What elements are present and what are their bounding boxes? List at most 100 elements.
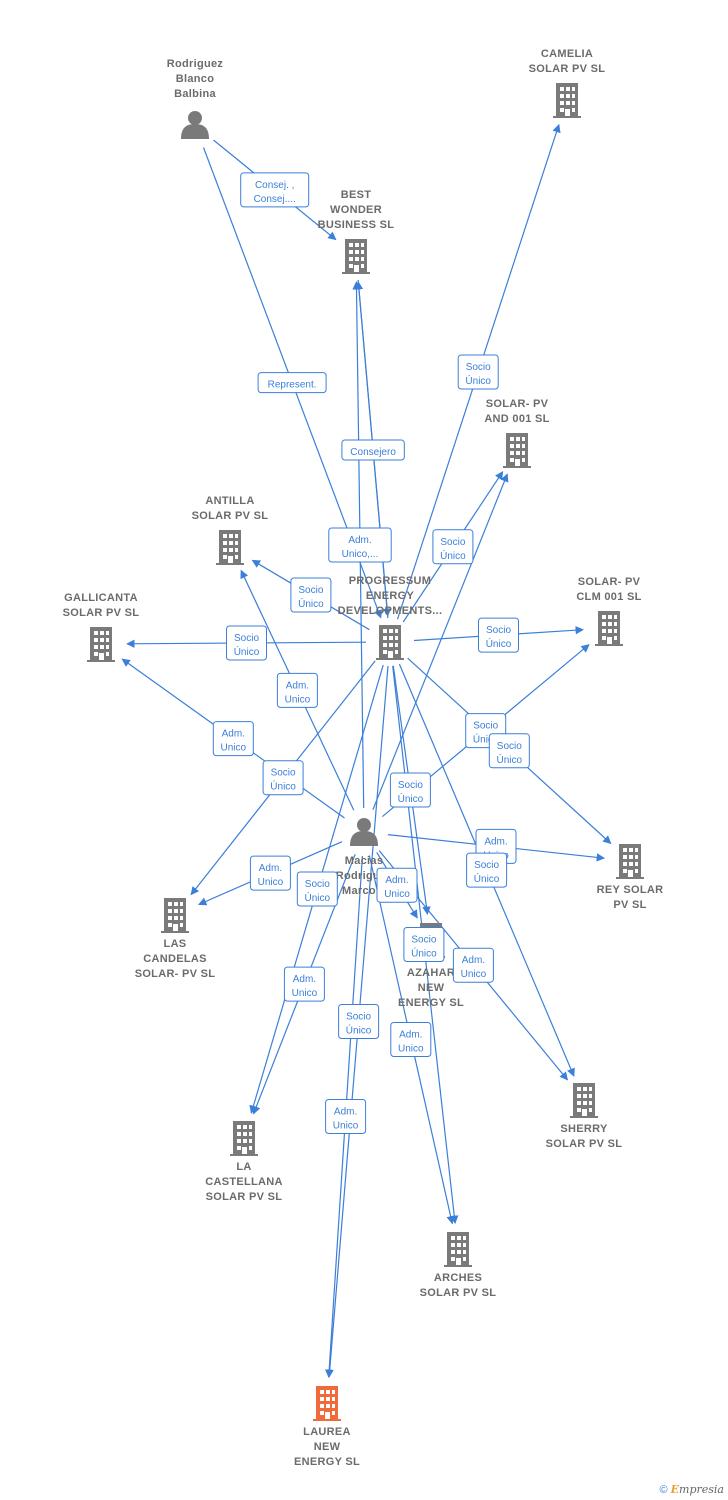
edge-label-text: Socio	[271, 768, 296, 779]
edge-label-text: Represent.	[268, 380, 317, 391]
node-label: SOLAR PV SL	[192, 510, 269, 522]
edge-label-text: Unico	[461, 969, 487, 980]
edge-label-box	[341, 439, 405, 461]
node-label: ARCHES	[434, 1272, 482, 1284]
node-progressum[interactable]: PROGRESSUMENERGYDEVELOPMENTS...	[338, 575, 443, 660]
node-label: LAS	[164, 938, 187, 950]
edge-label-macias-to-azahar[interactable]: Adm.Unico	[376, 867, 418, 903]
node-label: BEST	[341, 189, 372, 201]
edge-label-progressum-to-best[interactable]: Consejero	[341, 439, 405, 461]
edge-label-box	[390, 1022, 432, 1057]
edge-label-text: Único	[346, 1024, 372, 1037]
node-label: PROGRESSUM	[349, 575, 431, 587]
edge-label-box	[466, 852, 508, 888]
edge-label-text: Único	[486, 637, 512, 650]
node-label: LA	[236, 1161, 251, 1173]
node-label: AND 001 SL	[484, 413, 549, 425]
edge-label-macias-to-candelas[interactable]: Adm.Unico	[249, 855, 291, 891]
edge-label-macias-to-castellana[interactable]: Adm.Unico	[283, 966, 325, 1002]
building-icon	[503, 433, 531, 468]
edge-label-text: Adm.	[462, 955, 485, 966]
edge-label-text: Socio	[305, 879, 330, 890]
edge-label-text: Único	[411, 947, 437, 960]
edge-label-text: Unico	[258, 877, 284, 888]
edge-label-rodriguez-to-best[interactable]: Consej. ,Consej....	[240, 172, 310, 208]
node-best[interactable]: BEST WONDER BUSINESS SL	[318, 189, 395, 274]
edge-label-text: Adm.	[399, 1030, 422, 1041]
edge-label-text: Único	[440, 549, 466, 562]
edge-label-text: Unico	[221, 743, 247, 754]
edge-label-text: Único	[497, 753, 523, 766]
edge-label-macias-to-arches[interactable]: Adm. Unico	[390, 1022, 432, 1057]
node-label: PV SL	[613, 899, 646, 911]
node-label: WONDER	[330, 204, 382, 216]
node-sherry[interactable]: SHERRY SOLAR PV SL	[546, 1083, 623, 1150]
edge-label-text: Adm.	[286, 680, 309, 691]
building-icon	[216, 530, 244, 565]
edge-label-macias-to-laurea[interactable]: Adm.Unico	[325, 1099, 367, 1134]
edge-label-box	[226, 625, 267, 661]
node-label: ENERGY	[366, 590, 415, 602]
node-macias[interactable]: MaciasRodriguezMarco...	[336, 818, 393, 897]
edge-label-text: Unico	[398, 1044, 424, 1055]
edge-label-macias-to-gallicanta[interactable]: Adm. Unico	[212, 721, 254, 757]
node-label: SOLAR- PV SL	[135, 968, 216, 980]
node-label: BUSINESS SL	[318, 219, 395, 231]
node-label: Balbina	[174, 88, 216, 100]
building-icon	[595, 611, 623, 646]
edge-label-text: Socio	[466, 362, 491, 373]
node-label: Marco...	[342, 885, 386, 897]
node-label: SOLAR PV SL	[546, 1138, 623, 1150]
edges-layer	[121, 123, 612, 1378]
edge-label-macias-to-antilla[interactable]: Adm.Unico	[276, 672, 318, 708]
edge-label-macias-to-sherry[interactable]: Adm. Unico	[452, 947, 494, 983]
edge-label-text: Unico,...	[342, 549, 379, 560]
edge-label-rodriguez-to-progressum[interactable]: Represent.	[257, 372, 327, 394]
edge-label-text: Socio	[474, 860, 499, 871]
node-label: ANTILLA	[205, 495, 254, 507]
edge-label-text: Adm.	[222, 729, 245, 740]
edge-label-box	[257, 372, 327, 394]
node-label: SHERRY	[560, 1123, 608, 1135]
edge-label-text: Socio	[298, 585, 323, 596]
edge-label-box	[249, 855, 291, 891]
edge-macias-to-solar_and	[372, 473, 509, 810]
edge-label-box	[290, 577, 332, 613]
node-rey[interactable]: REY SOLAR PV SL	[597, 844, 664, 911]
edge-label-text: Unico	[292, 988, 318, 999]
node-label: AZAHAR	[407, 967, 455, 979]
building-icon	[230, 1121, 258, 1156]
node-label: CAMELIA	[541, 48, 593, 60]
node-antilla[interactable]: ANTILLA SOLAR PV SL	[192, 495, 269, 565]
edge-label-box	[296, 871, 338, 907]
node-label: REY SOLAR	[597, 884, 664, 896]
edge-label-text: Único	[298, 597, 324, 610]
edge-label-box	[328, 527, 392, 563]
edge-label-macias-to-best[interactable]: Adm.Unico,...	[328, 527, 392, 563]
node-label: ENERGY SL	[398, 997, 464, 1009]
edge-label-text: Socio	[497, 741, 522, 752]
